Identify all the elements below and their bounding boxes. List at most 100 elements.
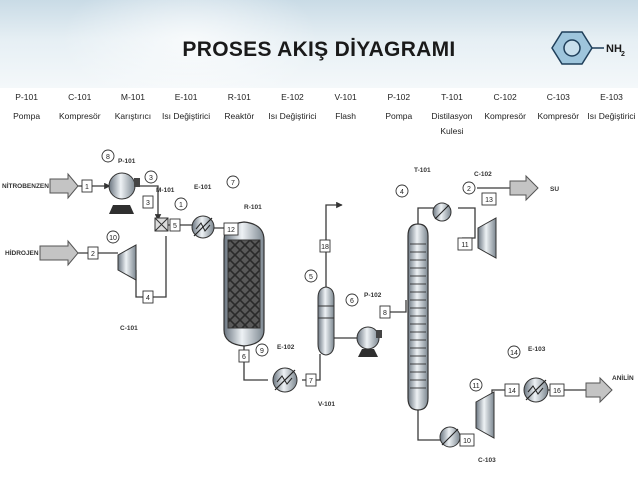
equipment-name: Kompresör [537, 111, 580, 121]
equipment-name: Pompa [13, 111, 41, 121]
c101-compressor-icon [117, 244, 137, 281]
state-circle: 14 [507, 345, 521, 359]
stream-box: 8 [379, 305, 391, 319]
aniline-benzene-ring-icon: NH 2 [551, 31, 625, 65]
t101-tag: T-101 [414, 167, 431, 174]
svg-text:4: 4 [400, 189, 404, 196]
svg-text:1: 1 [179, 202, 183, 209]
stream-box: 12 [223, 222, 239, 236]
state-circle: 4 [395, 184, 409, 198]
m101-tag: M-101 [156, 187, 175, 194]
svg-text:8: 8 [383, 310, 387, 317]
stream-box: 11 [457, 237, 473, 251]
stream-box: 4 [142, 290, 154, 304]
e102-heat-exchanger-icon [272, 367, 298, 393]
anilin-label: ANİLİN [612, 374, 634, 382]
equipment-name: Isı Değiştirici [268, 111, 317, 121]
c101-tag: C-101 [120, 325, 138, 332]
equipment-code-row: P-101 C-101 M-101 E-101 R-101 E-102 V-10… [0, 91, 638, 109]
v101-flash-drum-icon [317, 286, 335, 356]
equipment-name: Isı Değiştirici [162, 111, 211, 121]
e103-heat-exchanger-icon [523, 377, 549, 403]
e103-tag: E-103 [528, 346, 546, 353]
v101-tag: V-101 [318, 401, 335, 408]
equipment-code: C-102 [493, 92, 517, 102]
svg-text:7: 7 [231, 180, 235, 187]
equipment-code: T-101 [441, 92, 463, 102]
equipment-code: E-103 [600, 92, 623, 102]
c102-compressor-icon [477, 217, 497, 259]
equipment-code: P-102 [387, 92, 411, 102]
t101-reboiler-icon [439, 426, 461, 448]
equipment-name: Pompa [385, 111, 413, 121]
equipment-name-row: Pompa Kompresör Karıştırıcı Isı Değiştir… [0, 109, 638, 136]
logo-subscript: 2 [621, 51, 625, 58]
hydrogen-feed-arrow [39, 239, 79, 267]
equipment-code: E-102 [281, 92, 304, 102]
anilin-product-arrow [585, 376, 613, 404]
svg-text:13: 13 [485, 197, 493, 204]
slide-title: PROSES AKIŞ DİYAGRAMI [182, 38, 456, 61]
state-circle: 6 [345, 293, 359, 307]
svg-text:3: 3 [146, 200, 150, 207]
equipment-name: Reaktör [224, 111, 255, 121]
svg-text:11: 11 [472, 383, 479, 390]
logo-label: NH [606, 43, 622, 55]
svg-text:14: 14 [510, 350, 518, 357]
su-product-arrow [509, 174, 539, 202]
svg-text:1: 1 [85, 184, 89, 191]
svg-text:10: 10 [463, 438, 471, 445]
svg-text:14: 14 [508, 388, 516, 395]
state-circle: 7 [226, 175, 240, 189]
slide-header: PROSES AKIŞ DİYAGRAMI NH 2 [0, 0, 638, 110]
svg-text:7: 7 [309, 378, 313, 385]
equipment-name: Kompresör [58, 111, 101, 121]
svg-text:16: 16 [553, 388, 561, 395]
svg-text:8: 8 [106, 154, 110, 161]
p102-tag: P-102 [364, 292, 382, 299]
hydrogen-label: HİDROJEN [5, 249, 39, 257]
p102-pump-icon [356, 326, 382, 357]
p101-pump-icon [108, 172, 140, 214]
stream-box: 10 [459, 433, 475, 447]
r101-tag: R-101 [244, 204, 262, 211]
svg-text:5: 5 [173, 223, 177, 230]
equipment-table: P-101 C-101 M-101 E-101 R-101 E-102 V-10… [0, 88, 638, 144]
stream-box: 6 [238, 349, 250, 363]
svg-text:10: 10 [109, 235, 117, 242]
svg-text:12: 12 [227, 227, 235, 234]
stream-box: 16 [549, 383, 565, 397]
stream-box: 2 [87, 246, 99, 260]
svg-text:4: 4 [146, 295, 150, 302]
equipment-name: Distilasyon Kulesi [431, 111, 473, 136]
stream-box: 5 [169, 218, 181, 232]
state-circle: 9 [255, 343, 269, 357]
equipment-name: Flash [335, 111, 357, 121]
nitrobenzene-feed-arrow [49, 172, 79, 200]
equipment-name: Kompresör [484, 111, 526, 121]
c103-tag: C-103 [478, 457, 496, 464]
stream-box: 1 [81, 179, 93, 193]
state-circle: 2 [462, 181, 476, 195]
equipment-code: V-101 [334, 92, 357, 102]
equipment-code: C-103 [546, 92, 570, 102]
c103-compressor-icon [475, 391, 495, 439]
e101-heat-exchanger-icon [191, 215, 215, 239]
process-flow-diagram: NİTROBENZEN HİDROJEN SU ANİLİN P-101 M-1… [2, 149, 634, 464]
stream-box: 7 [305, 373, 317, 387]
state-circle: 5 [304, 269, 318, 283]
svg-text:6: 6 [350, 298, 354, 305]
t101-distillation-column-icon [407, 223, 429, 411]
m101-mixer-icon [154, 217, 169, 232]
svg-text:2: 2 [91, 251, 95, 258]
c102-tag: C-102 [474, 171, 492, 178]
stream-box: 13 [481, 192, 497, 206]
r101-reactor-icon [223, 221, 265, 347]
equipment-code: C-101 [68, 92, 92, 102]
svg-text:9: 9 [260, 348, 264, 355]
state-circle: 1 [174, 197, 188, 211]
equipment-code: R-101 [227, 92, 251, 102]
state-circle: 8 [101, 149, 115, 163]
stream-box: 18 [319, 239, 331, 253]
state-circle: 3 [144, 170, 158, 184]
